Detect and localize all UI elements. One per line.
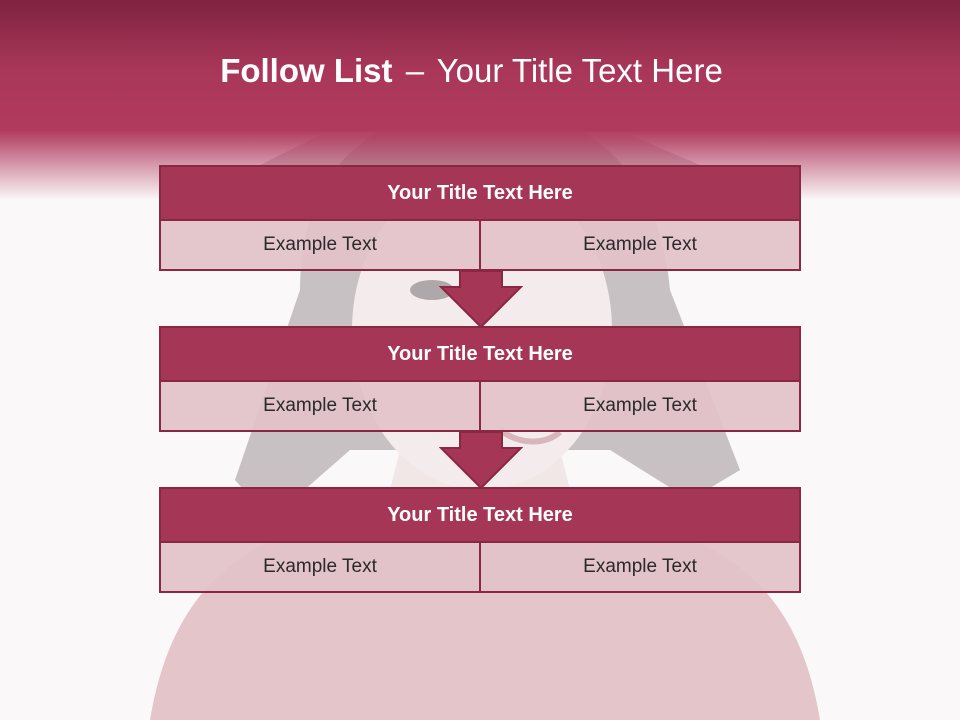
step-row: Example Text Example Text	[159, 221, 801, 271]
step-cell-right[interactable]: Example Text	[479, 382, 799, 430]
step-cell-right[interactable]: Example Text	[479, 543, 799, 591]
step-block-3: Your Title Text Here Example Text Exampl…	[159, 487, 801, 593]
step-title[interactable]: Your Title Text Here	[159, 326, 801, 382]
step-block-1: Your Title Text Here Example Text Exampl…	[159, 165, 801, 271]
step-cell-right[interactable]: Example Text	[479, 221, 799, 269]
step-row: Example Text Example Text	[159, 543, 801, 593]
slide-title-bold: Follow List	[220, 52, 393, 89]
step-cell-left[interactable]: Example Text	[161, 543, 479, 591]
down-arrow-icon	[439, 271, 523, 329]
slide-title: Follow List – Your Title Text Here	[0, 52, 943, 90]
step-block-2: Your Title Text Here Example Text Exampl…	[159, 326, 801, 432]
down-arrow-icon	[439, 432, 523, 490]
slide-title-rest: Your Title Text Here	[436, 52, 723, 89]
step-cell-left[interactable]: Example Text	[161, 382, 479, 430]
step-title[interactable]: Your Title Text Here	[159, 165, 801, 221]
step-title[interactable]: Your Title Text Here	[159, 487, 801, 543]
step-cell-left[interactable]: Example Text	[161, 221, 479, 269]
slide-title-separator: –	[405, 52, 425, 89]
step-row: Example Text Example Text	[159, 382, 801, 432]
